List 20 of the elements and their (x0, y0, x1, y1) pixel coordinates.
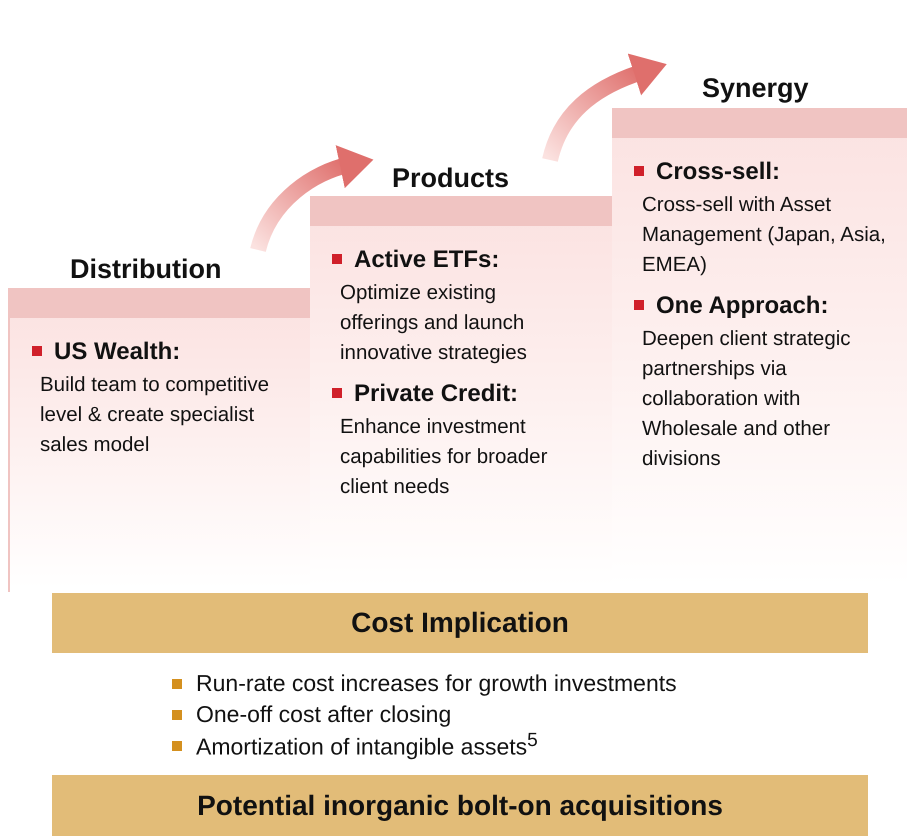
section-banner: Potential inorganic bolt-on acquisitions (52, 775, 868, 836)
bullet-text: Run-rate cost increases for growth investments (196, 670, 677, 697)
bullet-title: US Wealth: (54, 338, 180, 366)
step-heading: Distribution (70, 254, 222, 284)
bullet-text: One-off cost after closing (196, 701, 452, 728)
section-banner: Cost Implication (52, 593, 868, 653)
step-heading: Products (392, 162, 510, 194)
bullet-text: Enhance investment capabilities for broader client needs (340, 414, 548, 500)
bullet-text: Deepen client strategic partnerships via collaboration with Wholesale and other divisions (642, 326, 852, 472)
bullet-title: Private Credit: (354, 380, 518, 408)
bullet-title: Cross-sell: (656, 158, 780, 186)
bullet-text: Optimize existing offerings and launch innovative strategies (340, 280, 528, 366)
bullet-title: Active ETFs: (354, 246, 500, 274)
curved-arrow (250, 146, 374, 252)
bullet-title: One Approach: (656, 292, 828, 320)
bullet-text: Cross-sell with Asset Management (Japan, Asia, EMEA) (642, 192, 887, 278)
bullet-text: Amortization of intangible assets$^{5}$ (196, 730, 538, 761)
curved-arrow (542, 54, 667, 162)
bullet-text: Build team to competitive level & create specialist sales model (40, 372, 270, 458)
step-heading: Synergy (702, 72, 809, 104)
